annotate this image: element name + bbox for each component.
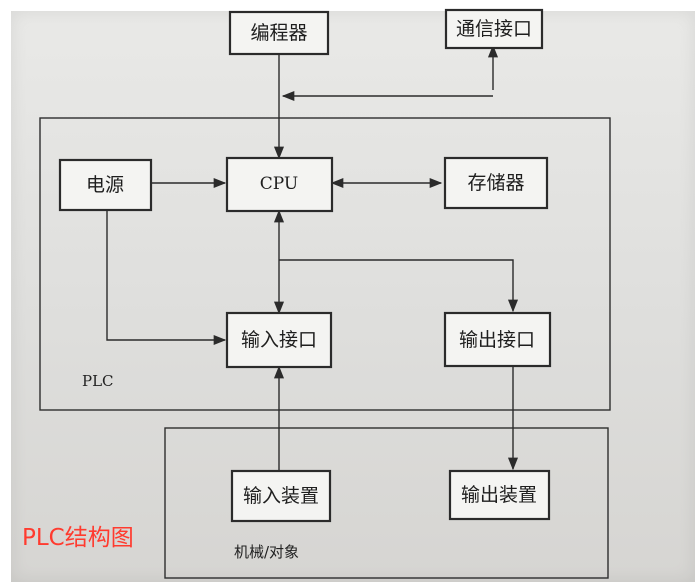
plc-frame-label: PLC xyxy=(82,372,114,390)
memory-box: 存储器 xyxy=(443,156,549,210)
input-device-label: 输入装置 xyxy=(243,485,319,507)
power-label: 电源 xyxy=(86,174,124,196)
power-box: 电源 xyxy=(58,158,153,212)
comm-interface-box: 通信接口 xyxy=(444,8,544,50)
memory-label: 存储器 xyxy=(467,172,524,194)
power-input-interface-arrow xyxy=(106,210,227,346)
machine-frame-label: 机械/对象 xyxy=(234,543,299,561)
watermark-caption: PLC结构图 xyxy=(22,525,134,551)
output-interface-box: 输出接口 xyxy=(443,311,552,368)
input-interface-label: 输入接口 xyxy=(241,329,317,351)
cpu-label: CPU xyxy=(260,174,298,194)
plc-frame xyxy=(39,117,611,411)
output-device-label: 输出装置 xyxy=(461,484,537,506)
input-interface-box: 输入接口 xyxy=(225,311,333,369)
cpu-output-interface-arrow xyxy=(279,259,519,313)
output-device-box: 输出装置 xyxy=(448,469,551,521)
output-interface-label: 输出接口 xyxy=(459,329,535,351)
machine-frame xyxy=(164,427,609,579)
programmer-box: 编程器 xyxy=(228,10,330,56)
paper-background xyxy=(11,11,695,582)
cpu-box: CPU xyxy=(225,156,334,213)
input-device-box: 输入装置 xyxy=(230,469,332,523)
comm-interface-label: 通信接口 xyxy=(456,18,532,40)
programmer-label: 编程器 xyxy=(250,22,307,44)
